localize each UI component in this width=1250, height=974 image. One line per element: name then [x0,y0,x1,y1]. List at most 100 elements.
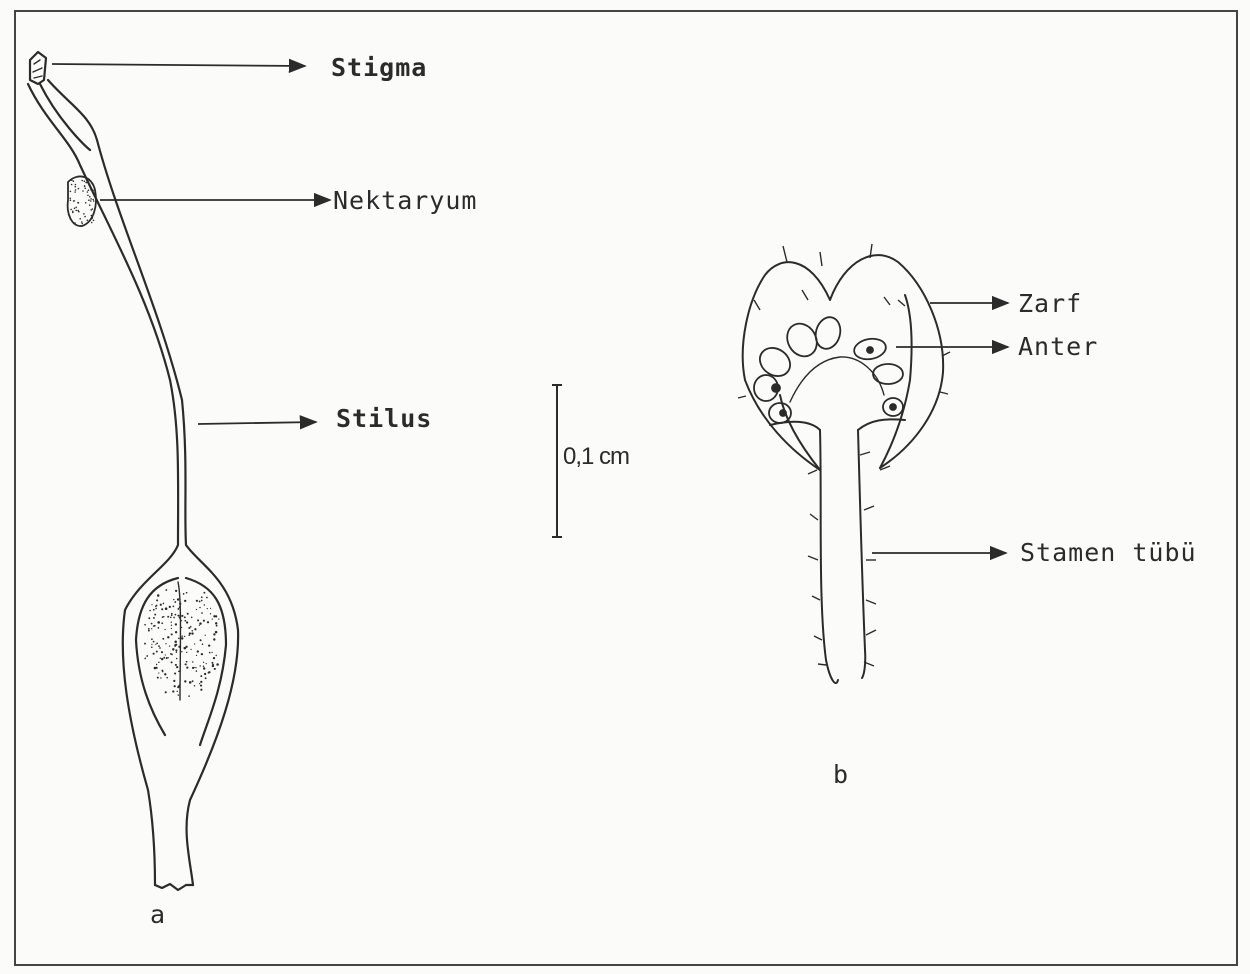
stipple-dot [176,666,178,668]
stipple-dot [184,620,186,622]
stipple-dot [158,645,160,647]
stipple-dot [177,608,179,610]
stipple-dot [179,616,181,618]
stipple-dot [191,632,193,634]
stipple-dot [169,645,170,646]
stipple-dot [191,617,193,619]
stipple-dot [74,208,76,210]
stipple-dot [171,625,172,626]
stipple-dot [215,615,217,617]
stipple-dot [153,609,155,611]
stipple-dot [88,189,90,191]
stipple-dot [160,604,162,606]
stipple-dot [214,668,216,670]
stipple-dot [175,590,177,592]
stipple-dot [184,616,186,618]
stipple-dot [145,658,146,659]
stipple-dot [167,616,169,618]
stipple-dot [207,608,208,609]
stipple-dot [183,593,185,595]
stipple-dot [171,613,173,615]
stipple-dot [185,646,187,648]
stigma-leader [52,64,305,66]
stipple-dot [218,618,219,619]
stipple-dot [75,184,77,186]
stipple-dot [160,658,161,659]
stipple-dot [216,655,217,656]
stipple-dot [148,617,150,619]
stipple-dot [156,605,158,607]
stipple-dot [178,646,180,648]
stipple-dot [178,638,180,640]
stipple-dot [83,213,85,215]
stipple-dot [181,651,182,652]
stipple-dot [175,631,177,633]
stipple-dot [161,622,163,624]
stipple-dot [91,182,93,184]
stipple-dot [70,191,72,193]
stipple-dot [73,180,75,182]
stipple-dot [164,629,165,630]
stipple-dot [179,603,181,605]
hair-stroke [866,600,876,604]
stipple-dot [174,640,177,643]
stipple-dot [184,680,186,682]
stipple-dot [199,600,201,602]
anter-label: Anter [1018,332,1098,361]
stipple-dot [165,607,168,610]
stipple-dot [192,680,194,682]
stipple-dot [163,603,165,605]
stipple-dot [75,189,77,191]
stipple-dot [196,655,197,656]
panel-b-letter: b [833,760,849,789]
stipple-dot [70,199,72,201]
stipple-dot [189,681,192,684]
stipple-dot [75,210,77,212]
stipple-dot [216,663,219,666]
stipple-dot [199,607,200,608]
stipple-dot [203,620,205,622]
stipple-dot [165,691,167,693]
stamen-tube-shape [820,430,865,683]
stipple-dot [75,186,77,188]
stipple-dot [215,631,218,634]
stipple-dot [151,644,152,645]
stipple-dot [215,622,217,624]
stipple-dot [206,597,208,599]
stipple-dot [171,628,172,629]
stipple-dot [165,643,166,644]
hair-stroke [808,470,817,474]
stipple-dot [172,690,174,692]
scale-bar-label: 0,1 cm [563,443,629,471]
stipple-dot [158,662,160,664]
stipple-dot [200,681,202,683]
stipple-dot [87,195,89,197]
stipple-dot [211,662,213,664]
panel-a-letter: a [150,900,166,929]
stipple-dot [171,614,173,616]
stipple-dot [210,613,211,614]
stipple-dot [71,184,73,186]
ovary-stipple [144,589,219,697]
stipple-dot [190,626,192,628]
stipple-dot [93,200,95,202]
stipple-dot [205,677,207,679]
hair-stroke [898,300,905,306]
hair-stroke [820,252,822,266]
stipple-dot [160,677,161,678]
ovary-shape [136,578,178,735]
stipple-dot [78,188,80,190]
stipple-dot [173,617,175,619]
hair-stroke [940,392,948,394]
stipple-dot [212,618,213,619]
stipple-dot [148,628,150,630]
stipple-dot [88,199,90,201]
stipple-dot [177,615,179,617]
nektaryum-label: Nektaryum [333,186,477,215]
stipple-dot [186,592,188,594]
hair-stroke [864,506,874,510]
hair-stroke [738,396,746,398]
stipple-dot [216,625,218,627]
hair-stroke [884,297,890,305]
